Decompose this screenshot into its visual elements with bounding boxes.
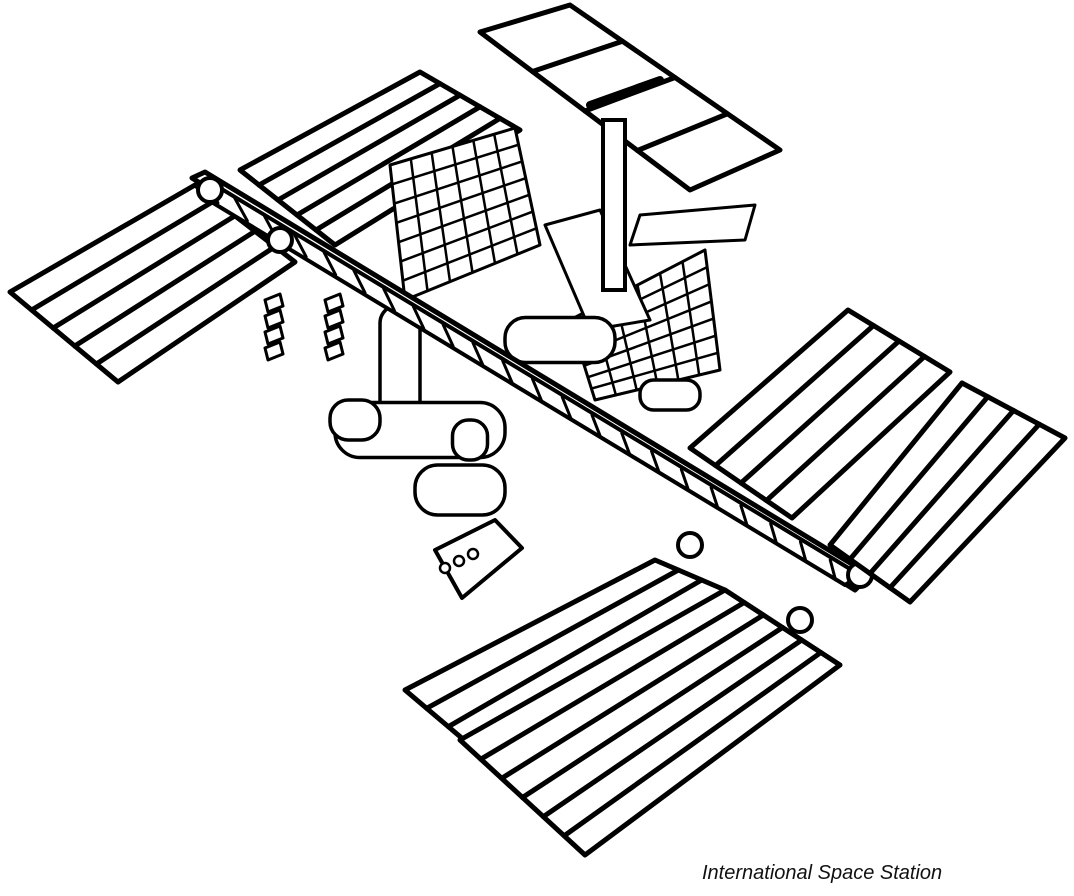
solar-array-right-1-strip — [713, 323, 876, 468]
truss-bracing — [650, 449, 661, 474]
truss-bracing — [352, 268, 367, 295]
truss-radiator — [323, 340, 345, 362]
truss-bracing — [531, 377, 543, 402]
solar-array-upper-left-strip — [275, 92, 463, 203]
solar-array-left-strip — [93, 244, 278, 367]
solar-array-bottom-2-strip — [520, 625, 785, 800]
rotary-joint — [676, 531, 704, 559]
radiator-right-line — [590, 351, 720, 390]
solar-array-right-1-strip — [764, 354, 927, 503]
truss-bracing — [441, 323, 455, 349]
cargo-port — [466, 547, 480, 561]
module-end — [328, 398, 382, 442]
caption: International Space Station — [702, 862, 943, 884]
solar-array-left — [7, 182, 298, 385]
module-base — [543, 208, 652, 332]
solar-array-upper-left — [237, 69, 523, 248]
antenna-panel — [628, 203, 757, 247]
solar-array-right-2-strip — [867, 408, 1016, 576]
truss-bracing — [739, 504, 749, 528]
truss-bracing — [292, 232, 308, 259]
truss-bracing — [679, 467, 690, 492]
radiator-left-line — [397, 193, 531, 244]
solar-array-left-strip — [50, 213, 238, 331]
solar-array-bottom-2-strip — [561, 650, 824, 839]
array-mast — [586, 76, 664, 109]
module-right — [503, 315, 617, 365]
solar-array-upper-left-strip — [256, 81, 443, 188]
radiator-left-line — [393, 160, 524, 205]
solar-array-upper-left-strip — [294, 104, 483, 218]
truss-bracing — [322, 250, 338, 277]
truss-bracing — [471, 341, 485, 366]
truss-radiator — [323, 292, 345, 314]
radiator-left-line — [409, 157, 429, 293]
truss-bracing — [798, 540, 808, 564]
radiator-right-line — [681, 260, 701, 377]
solar-array-top-strip — [530, 38, 625, 74]
truss-bracing — [233, 196, 249, 223]
truss-radiator — [323, 308, 345, 330]
radiator-right-line — [586, 334, 717, 379]
module-small — [450, 418, 490, 462]
solar-array-right-2 — [827, 380, 1068, 605]
solar-array-bottom-2-strip — [540, 637, 805, 820]
module-lab — [413, 463, 507, 517]
truss-bracing — [590, 413, 602, 438]
solar-array-right-2-strip — [847, 394, 991, 562]
radiator-right-line — [658, 272, 680, 382]
mast — [601, 118, 627, 292]
solar-array-right-1-strip — [738, 338, 902, 486]
radiator-left-line — [401, 227, 538, 282]
truss-radiator — [263, 308, 285, 330]
truss-bracing — [620, 431, 632, 456]
cargo-port — [438, 561, 452, 575]
radiator-left-line — [472, 139, 497, 265]
solar-array-bottom-2-strip — [499, 612, 766, 781]
truss-radiator — [263, 340, 285, 362]
solar-array-bottom-1-strip — [424, 567, 681, 711]
truss-radiator — [323, 324, 345, 346]
truss-bracing — [411, 305, 426, 331]
radiator-left-line — [390, 143, 520, 186]
truss-bracing — [382, 287, 396, 313]
solar-array-top — [477, 2, 783, 193]
solar-array-left-strip — [29, 197, 218, 313]
module-cupola — [638, 378, 702, 412]
truss-bracing — [501, 359, 514, 384]
cargo-port — [452, 554, 466, 568]
solar-array-bottom-1-strip — [445, 577, 705, 730]
solar-array-bottom-2-strip — [478, 600, 747, 762]
solar-array-right-2-strip — [887, 421, 1042, 591]
radiator-left-line — [399, 210, 535, 263]
solar-array-top-strip — [635, 111, 730, 153]
radiator-left-line — [395, 176, 527, 225]
rotary-joint — [196, 176, 224, 204]
truss-bracing — [560, 395, 573, 420]
cargo-box — [433, 518, 524, 600]
rotary-joint — [786, 606, 814, 634]
radiator-left-line — [430, 151, 452, 283]
radiator-left-line — [451, 145, 474, 274]
rotary-joint — [266, 226, 294, 254]
solar-array-left-strip — [72, 228, 258, 349]
radiator-left-line — [492, 132, 519, 256]
truss-radiator — [263, 292, 285, 314]
truss-bracing — [769, 522, 779, 546]
truss-bracing — [828, 558, 838, 582]
truss-bracing — [709, 486, 720, 510]
truss-radiator — [263, 324, 285, 346]
